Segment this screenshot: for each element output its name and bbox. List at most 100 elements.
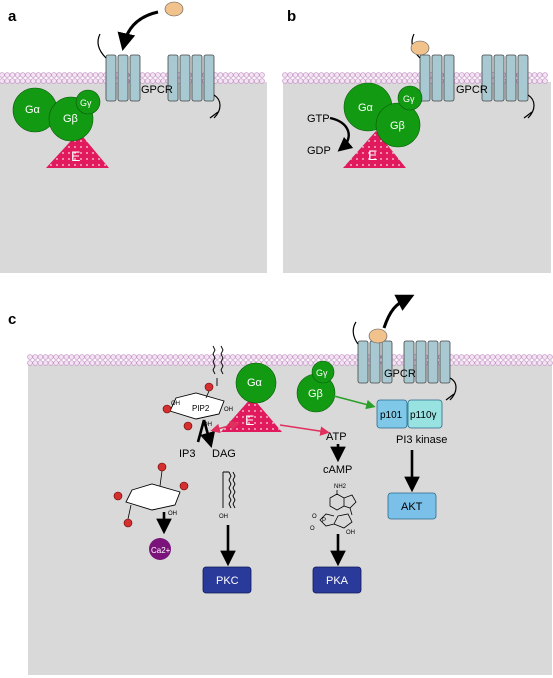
lipid-head (110, 354, 116, 360)
lipid-head (51, 78, 57, 84)
panel-c-pi3k-label: PI3 kinase (396, 434, 447, 446)
panel-c-camp-p: P (322, 518, 326, 524)
lipid-head (89, 354, 96, 360)
panel-b: b GPCR E Gα Gβ Gγ GTP (282, 8, 551, 273)
lipid-head (235, 354, 241, 360)
panel-a-g-alpha-label: Gα (25, 104, 41, 116)
lipid-head (328, 72, 335, 78)
lipid-head (198, 360, 205, 366)
lipid-head (375, 72, 382, 78)
lipid-head (141, 354, 148, 360)
lipid-head (126, 360, 132, 366)
panel-c-camp-nh2: NH2 (334, 484, 347, 490)
lipid-head (160, 78, 167, 84)
lipid-head (531, 354, 538, 360)
lipid-head (344, 78, 351, 84)
lipid-head (536, 72, 543, 78)
lipid-head (84, 354, 90, 360)
panel-c-pkc-box (202, 566, 252, 594)
panel-c-g-alpha-label: Gα (247, 377, 263, 389)
lipid-head (82, 72, 88, 78)
lipid-head (248, 78, 255, 84)
panel-c-p110-label: p110γ (410, 410, 437, 421)
lipid-head (37, 360, 44, 366)
lipid-head (58, 360, 64, 366)
lipid-head (406, 78, 413, 84)
lipid-head (536, 78, 543, 84)
panel-c-pkc-label: PKC (216, 575, 239, 587)
lipid-head (248, 72, 255, 78)
lipid-head (333, 360, 340, 366)
lipid-head (396, 360, 403, 366)
panel-c-camp-oh: OH (346, 530, 355, 536)
panel-a-ligand (164, 1, 184, 17)
lipid-head (126, 354, 132, 360)
lipid-head (328, 354, 335, 360)
panel-c-pip2-molecule: PIP2 OH OH OH (162, 382, 233, 431)
lipid-head (292, 354, 299, 360)
lipid-head (510, 360, 517, 366)
lipid-head (380, 78, 387, 84)
panel-c-camp-label: cAMP (323, 464, 352, 476)
lipid-head (313, 354, 319, 360)
lipid-head (30, 72, 37, 78)
lipid-head (162, 360, 169, 366)
lipid-head (188, 360, 195, 366)
panel-a-g-beta-label: Gβ (63, 113, 78, 125)
lipid-head (131, 354, 137, 360)
lipid-head (61, 78, 68, 84)
lipid-head (531, 360, 538, 366)
lipid-head (155, 78, 161, 84)
lipid-head (396, 78, 403, 84)
lipid-head (391, 78, 398, 84)
lipid-head (313, 72, 320, 78)
lipid-head (287, 354, 293, 360)
lipid-head (391, 72, 398, 78)
lipid-head (94, 360, 101, 366)
lipid-head (230, 360, 236, 366)
lipid-head (141, 360, 148, 366)
lipid-head (307, 354, 314, 360)
lipid-head (500, 354, 507, 360)
lipid-head (214, 354, 221, 360)
panel-c-camp-o-2: O (310, 526, 315, 532)
lipid-head (56, 72, 62, 78)
lipid-head (401, 72, 408, 78)
lipid-head (526, 354, 532, 360)
lipid-head (243, 72, 250, 78)
lipid-head (92, 78, 99, 84)
lipid-head (354, 78, 361, 84)
lipid-head (307, 360, 314, 366)
panel-b-gdp-label: GDP (307, 145, 331, 157)
panel-b-g-beta-label: Gβ (390, 120, 405, 132)
lipid-head (334, 78, 340, 84)
lipid-head (287, 78, 294, 84)
panel-c-effector-to-pip2-arrow (210, 420, 240, 434)
lipid-head (245, 354, 252, 360)
lipid-head (469, 78, 476, 84)
lipid-head (100, 360, 106, 366)
panel-a-binding-arrow (117, 10, 159, 52)
lipid-head (79, 360, 85, 366)
lipid-head (276, 360, 283, 366)
lipid-head (396, 354, 403, 360)
lipid-head (469, 354, 475, 360)
lipid-head (30, 78, 37, 84)
lipid-head (27, 360, 33, 366)
lipid-head (323, 78, 330, 84)
panel-c-g-gamma-label: Gγ (316, 368, 328, 378)
lipid-head (193, 354, 200, 360)
lipid-head (9, 72, 16, 78)
lipid-head (318, 72, 325, 78)
lipid-head (68, 354, 75, 360)
panel-c-ip3-label: IP3 (179, 448, 196, 460)
lipid-head (204, 360, 210, 366)
lipid-head (167, 354, 174, 360)
lipid-head (531, 78, 538, 84)
lipid-head (228, 78, 234, 84)
panel-c-calcium-label: Ca2+ (151, 546, 171, 555)
lipid-head (271, 354, 278, 360)
lipid-head (74, 360, 80, 366)
lipid-head (308, 78, 314, 84)
lipid-head (469, 360, 475, 366)
